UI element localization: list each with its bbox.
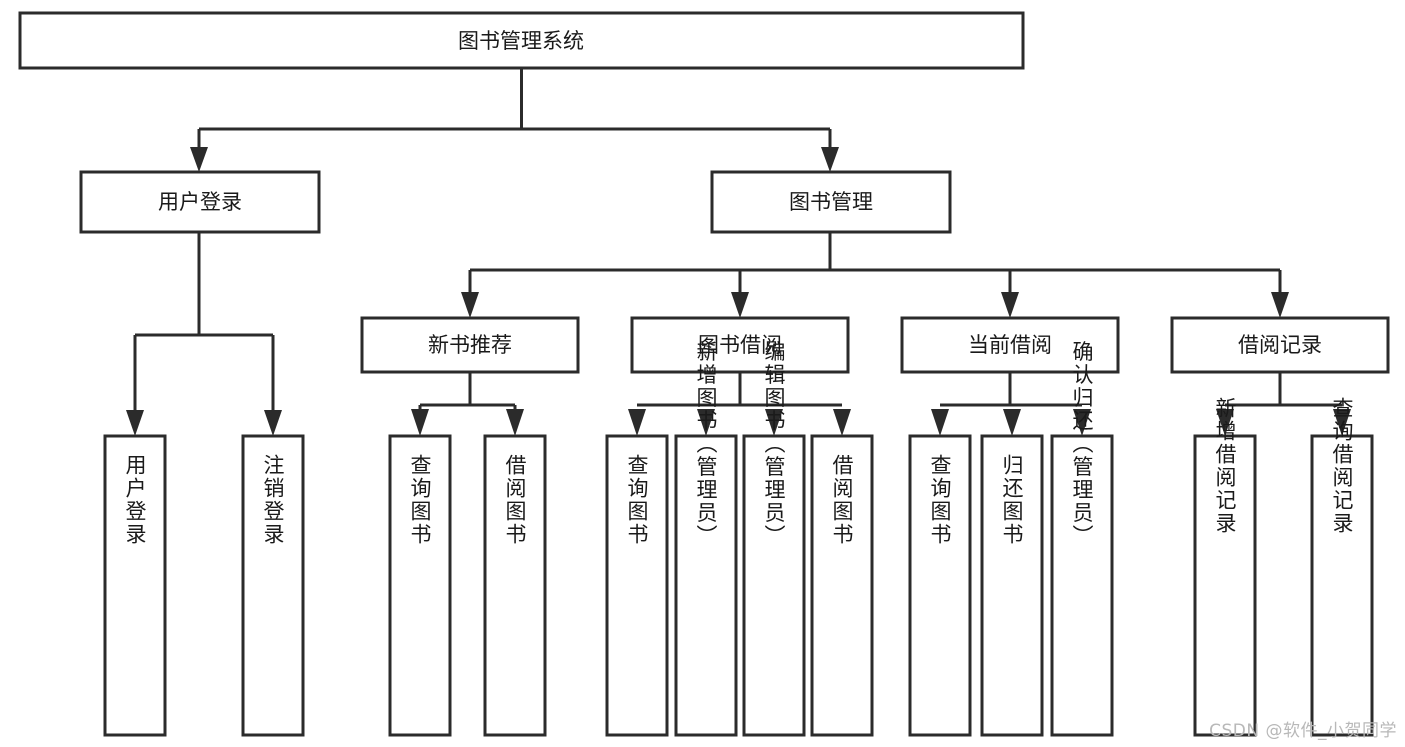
node-book-borrow[interactable]: 图书借阅: [630, 316, 850, 374]
node-book-borrow-label: 图书借阅: [698, 333, 782, 357]
node-leaf-user-login-box[interactable]: [103, 434, 167, 737]
arrow-head-leaf-logout: [264, 410, 282, 436]
node-leaf-add-record-label: 新增借阅记录: [1213, 397, 1237, 535]
node-leaf-query-book-3-box[interactable]: [908, 434, 972, 737]
arrow-head-leaf-query-record: [1333, 409, 1351, 436]
node-new-book-recommend-box[interactable]: [360, 316, 580, 374]
node-book-manage-box[interactable]: [710, 170, 952, 234]
arrow-head-user-login: [190, 147, 208, 172]
node-leaf-add-book[interactable]: 新增图书（管理员）: [674, 341, 738, 737]
node-leaf-edit-book[interactable]: 编辑图书（管理员）: [742, 341, 806, 737]
node-leaf-query-record-box[interactable]: [1310, 434, 1374, 737]
node-leaf-query-record[interactable]: 查询借阅记录: [1310, 397, 1374, 737]
node-current-borrow[interactable]: 当前借阅: [900, 316, 1120, 374]
node-user-login[interactable]: 用户登录: [79, 170, 321, 234]
node-leaf-query-record-label: 查询借阅记录: [1330, 397, 1354, 535]
node-root[interactable]: 图书管理系统: [18, 11, 1025, 70]
node-leaf-borrow-book-2-box[interactable]: [810, 434, 874, 737]
node-leaf-borrow-book-1-label: 借阅图书: [503, 454, 527, 546]
node-borrow-record-box[interactable]: [1170, 316, 1390, 374]
node-leaf-logout-box[interactable]: [241, 434, 305, 737]
node-leaf-return-book[interactable]: 归还图书: [980, 434, 1044, 737]
node-user-login-box[interactable]: [79, 170, 321, 234]
node-leaf-confirm-return-label: 确认归还（管理员）: [1070, 341, 1094, 548]
arrow-head-leaf-query-book-2: [628, 409, 646, 436]
node-leaf-confirm-return[interactable]: 确认归还（管理员）: [1050, 341, 1114, 737]
arrow-head-current-borrow: [1001, 292, 1019, 318]
node-leaf-borrow-book-2-label: 借阅图书: [830, 454, 854, 546]
node-book-borrow-box[interactable]: [630, 316, 850, 374]
arrow-head-leaf-query-book-3: [931, 409, 949, 436]
node-leaf-query-book-1-box[interactable]: [388, 434, 452, 737]
arrow-head-leaf-return-book: [1003, 409, 1021, 436]
arrow-head-leaf-query-book-1: [411, 409, 429, 436]
node-new-book-recommend-label: 新书推荐: [428, 333, 512, 357]
node-borrow-record[interactable]: 借阅记录: [1170, 316, 1390, 374]
node-current-borrow-label: 当前借阅: [968, 333, 1052, 357]
node-leaf-query-book-3-label: 查询图书: [928, 454, 952, 546]
arrow-head-book-borrow: [731, 292, 749, 318]
arrow-head-leaf-borrow-book-1: [506, 409, 524, 436]
node-root-label: 图书管理系统: [458, 29, 584, 53]
node-leaf-query-book-3[interactable]: 查询图书: [908, 434, 972, 737]
node-leaf-query-book-1[interactable]: 查询图书: [388, 434, 452, 737]
node-leaf-user-login[interactable]: 用户登录: [103, 434, 167, 737]
node-leaf-logout[interactable]: 注销登录: [241, 434, 305, 737]
arrow-head-leaf-user-login: [126, 410, 144, 436]
node-leaf-user-login-label: 用户登录: [123, 454, 147, 546]
node-leaf-borrow-book-1[interactable]: 借阅图书: [483, 434, 547, 737]
arrow-head-leaf-edit-book: [765, 409, 783, 436]
node-leaf-return-book-box[interactable]: [980, 434, 1044, 737]
node-root-box[interactable]: [18, 11, 1025, 70]
node-leaf-add-record-box[interactable]: [1193, 434, 1257, 737]
node-borrow-record-label: 借阅记录: [1238, 333, 1322, 357]
arrow-head-leaf-add-book: [697, 409, 715, 436]
arrow-head-leaf-borrow-book-2: [833, 409, 851, 436]
node-leaf-query-book-1-label: 查询图书: [408, 454, 432, 546]
node-leaf-edit-book-label: 编辑图书（管理员）: [762, 341, 786, 548]
node-current-borrow-box[interactable]: [900, 316, 1120, 374]
node-book-manage-label: 图书管理: [789, 190, 873, 214]
node-leaf-confirm-return-box[interactable]: [1050, 434, 1114, 737]
node-leaf-logout-label: 注销登录: [261, 454, 285, 546]
arrow-head-borrow-record: [1271, 292, 1289, 318]
arrow-head-book-manage: [821, 147, 839, 172]
node-book-manage[interactable]: 图书管理: [710, 170, 952, 234]
node-leaf-query-book-2[interactable]: 查询图书: [605, 434, 669, 737]
node-leaf-borrow-book-1-box[interactable]: [483, 434, 547, 737]
node-leaf-query-book-2-label: 查询图书: [625, 454, 649, 546]
node-leaf-borrow-book-2[interactable]: 借阅图书: [810, 434, 874, 737]
node-leaf-add-record[interactable]: 新增借阅记录: [1193, 397, 1257, 737]
arrow-head-leaf-add-record: [1216, 409, 1234, 436]
node-leaf-add-book-box[interactable]: [674, 434, 738, 737]
node-leaf-edit-book-box[interactable]: [742, 434, 806, 737]
connector-layer: [126, 68, 1351, 436]
node-leaf-return-book-label: 归还图书: [1000, 454, 1024, 546]
node-leaf-query-book-2-box[interactable]: [605, 434, 669, 737]
node-new-book-recommend[interactable]: 新书推荐: [360, 316, 580, 374]
node-user-login-label: 用户登录: [158, 190, 242, 214]
node-leaf-add-book-label: 新增图书（管理员）: [694, 341, 718, 548]
arrow-head-new-book-recommend: [461, 292, 479, 318]
arrow-head-leaf-confirm-return: [1073, 409, 1091, 436]
